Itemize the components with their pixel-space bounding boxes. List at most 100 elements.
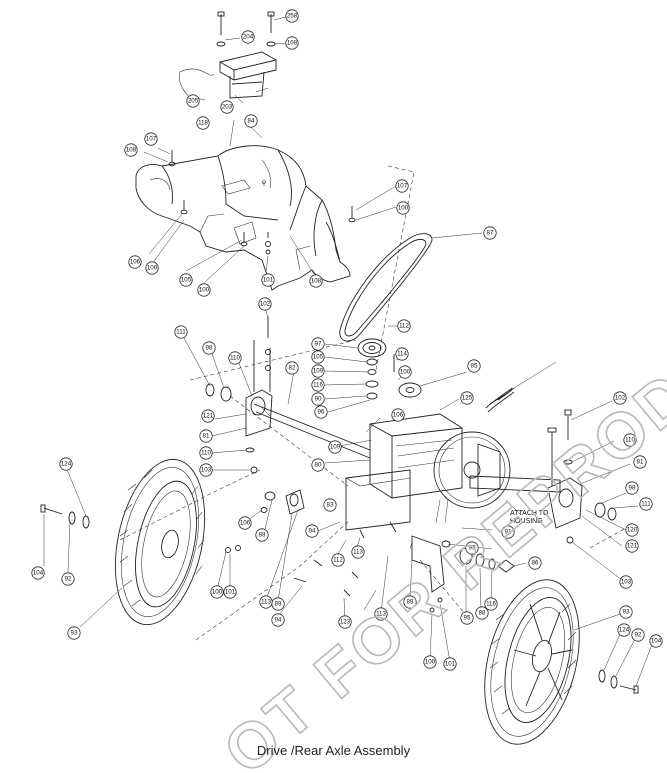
callout-label: 88 — [259, 532, 266, 539]
callout-108: 108 — [285, 36, 299, 50]
callout-circle — [59, 457, 73, 471]
callout-label: 80 — [315, 462, 322, 469]
callout-label: 87 — [487, 230, 494, 237]
callout-circle — [398, 365, 412, 379]
callout-circle — [285, 361, 299, 375]
callout-116: 116 — [484, 597, 498, 611]
callout-103: 103 — [199, 463, 213, 477]
callout-circle — [484, 597, 498, 611]
lower-linkage — [409, 535, 527, 663]
top-bolts-group — [216, 11, 287, 47]
callout-83: 83 — [323, 498, 337, 512]
callout-110: 110 — [623, 433, 637, 447]
callout-circle — [501, 525, 515, 539]
callout-label: 91 — [505, 529, 512, 536]
callout-label: 102 — [615, 395, 626, 402]
callout-circle — [271, 613, 285, 627]
callout-circle — [460, 391, 474, 405]
callout-98: 98 — [202, 341, 216, 355]
callout-circle — [220, 100, 234, 114]
callout-label: 105 — [181, 277, 192, 284]
callout-circle — [617, 623, 631, 637]
callout-circle — [619, 575, 633, 589]
callout-circle — [186, 94, 200, 108]
callout-circle — [31, 566, 45, 580]
callout-label: 81 — [203, 433, 210, 440]
callout-circle — [443, 657, 457, 671]
center-small-parts — [216, 489, 397, 621]
pulley-assembly — [324, 338, 557, 413]
callout-102: 102 — [613, 391, 627, 405]
housing-fasteners — [143, 119, 397, 284]
callout-circle — [619, 605, 633, 619]
callout-circle — [199, 463, 213, 477]
callout-label: 203 — [222, 104, 233, 111]
callout-circle — [623, 433, 637, 447]
callout-96: 96 — [314, 405, 328, 419]
callout-circle — [423, 655, 437, 669]
callout-104: 104 — [31, 566, 45, 580]
callout-circle — [328, 440, 342, 454]
callout-label: 84 — [248, 118, 255, 125]
callout-106: 106 — [238, 516, 252, 530]
callout-label: 105 — [313, 354, 324, 361]
callout-label: 90 — [315, 396, 322, 403]
callout-label: 204 — [243, 34, 254, 41]
callout-circle — [61, 572, 75, 586]
callout-circle — [631, 628, 645, 642]
callout-circle — [395, 179, 409, 193]
callout-105: 105 — [179, 273, 193, 287]
callout-110: 110 — [199, 446, 213, 460]
callout-circle — [311, 378, 325, 392]
callout-circle — [285, 36, 299, 50]
callout-89: 89 — [271, 597, 285, 611]
callout-circle — [396, 201, 410, 215]
callout-circle — [179, 273, 193, 287]
attach-note-line-2: HOUSING — [510, 518, 543, 525]
callout-106: 106 — [128, 255, 142, 269]
callout-label: 107 — [146, 136, 157, 143]
callout-118: 118 — [196, 116, 210, 130]
callout-99: 99 — [465, 541, 479, 555]
callout-circle — [128, 255, 142, 269]
callout-circle — [639, 497, 653, 511]
callout-circle — [244, 114, 258, 128]
callout-circle — [625, 523, 639, 537]
callout-108: 108 — [309, 274, 323, 288]
callout-105: 105 — [311, 350, 325, 364]
callout-circle — [309, 274, 323, 288]
callout-91: 91 — [501, 525, 515, 539]
callout-circle — [331, 553, 345, 567]
callout-116: 116 — [311, 378, 325, 392]
transmission-axle — [253, 403, 561, 531]
upper-housing — [135, 145, 351, 291]
callout-110: 110 — [228, 351, 242, 365]
callout-92: 92 — [631, 628, 645, 642]
callout-108: 108 — [124, 143, 138, 157]
callout-circle — [391, 408, 405, 422]
callout-circle — [259, 595, 273, 609]
callout-label: 83 — [327, 502, 334, 509]
callout-circle — [196, 116, 210, 130]
callout-circle — [145, 261, 159, 275]
callout-100: 100 — [398, 365, 412, 379]
callout-84: 84 — [244, 114, 258, 128]
callout-100: 100 — [197, 283, 211, 297]
callout-circle — [483, 226, 497, 240]
callout-label: 109 — [330, 444, 341, 451]
callout-circle — [338, 615, 352, 629]
callout-label: 109 — [313, 368, 324, 375]
callout-circle — [475, 606, 489, 620]
callout-label: 86 — [532, 560, 539, 567]
callout-label: 97 — [315, 341, 322, 348]
callout-113: 113 — [351, 545, 365, 559]
callout-85: 85 — [467, 359, 481, 373]
callout-93: 93 — [619, 605, 633, 619]
callout-100: 100 — [145, 261, 159, 275]
callout-101: 101 — [443, 657, 457, 671]
callout-label: 111 — [176, 329, 186, 336]
callout-circle — [633, 455, 647, 469]
callout-label: 104 — [651, 638, 662, 645]
callout-label: 104 — [33, 570, 44, 577]
callout-label: 112 — [399, 323, 409, 330]
